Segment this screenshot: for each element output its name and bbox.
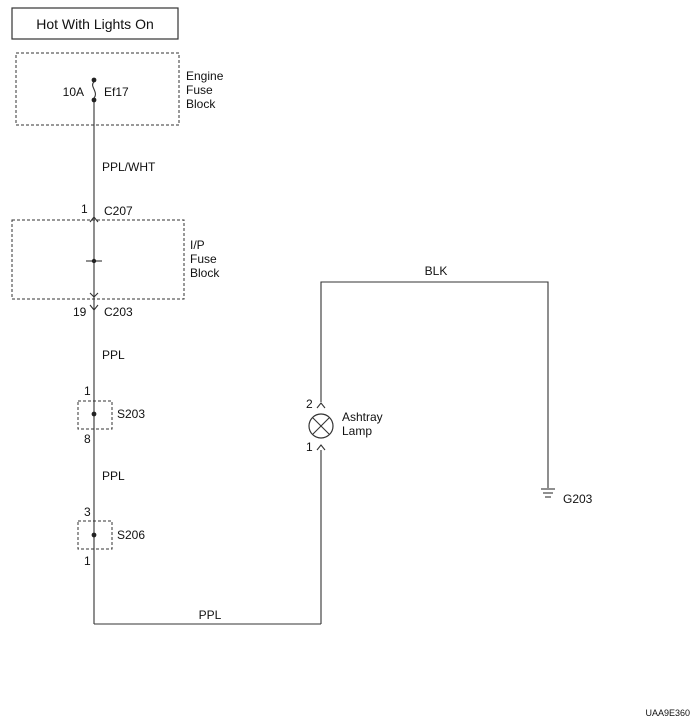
s206-bottom-pin: 1 bbox=[84, 554, 91, 568]
ip-block-label-1: I/P bbox=[190, 238, 205, 252]
ip-fuse-block: I/P Fuse Block bbox=[11, 219, 220, 300]
lamp-label-2: Lamp bbox=[342, 424, 372, 438]
wire-label-blk: BLK bbox=[425, 264, 448, 278]
ip-block-label-3: Block bbox=[190, 266, 220, 280]
splice-s203: 1 S203 8 bbox=[77, 384, 145, 446]
engine-fuse-block: 10A Ef17 Engine Fuse Block bbox=[15, 52, 224, 126]
c203-pin: 19 bbox=[73, 305, 87, 319]
engine-block-label-1: Engine bbox=[186, 69, 224, 83]
s203-bottom-pin: 8 bbox=[84, 432, 91, 446]
s203-top-pin: 1 bbox=[84, 384, 91, 398]
fuse-element-icon bbox=[92, 81, 96, 99]
c207-pin: 1 bbox=[81, 202, 88, 216]
lamp-label-1: Ashtray bbox=[342, 410, 383, 424]
splice-s206: 3 S206 1 bbox=[77, 505, 145, 568]
connector-arrow-icon bbox=[89, 304, 99, 311]
wire-label-ppl-bottom: PPL bbox=[199, 608, 222, 622]
ip-block-label-2: Fuse bbox=[190, 252, 217, 266]
lamp-top-pin: 2 bbox=[306, 397, 313, 411]
blk-wire bbox=[320, 281, 549, 488]
lamp-bottom-pin: 1 bbox=[306, 440, 313, 454]
c203-name: C203 bbox=[104, 305, 133, 319]
fuse-rating: 10A bbox=[63, 85, 84, 99]
connector-c207: 1 C207 bbox=[81, 202, 133, 223]
wire-label-ppl-middle: PPL bbox=[102, 469, 125, 483]
engine-block-label-2: Fuse bbox=[186, 83, 213, 97]
ground-name: G203 bbox=[563, 492, 593, 506]
connector-arrow-icon bbox=[89, 216, 99, 223]
ashtray-lamp: 1 2 Ashtray Lamp bbox=[306, 397, 383, 454]
title-box: Hot With Lights On bbox=[11, 7, 179, 40]
c207-name: C207 bbox=[104, 204, 133, 218]
s206-top-pin: 3 bbox=[84, 505, 91, 519]
engine-block-label-3: Block bbox=[186, 97, 216, 111]
connector-c203: 19 C203 bbox=[73, 304, 133, 319]
ground-g203: G203 bbox=[541, 488, 593, 506]
footer-code: UAA9E360 bbox=[645, 708, 690, 718]
wire-label-ppl-upper: PPL bbox=[102, 348, 125, 362]
s203-name: S203 bbox=[117, 407, 145, 421]
fuse-name: Ef17 bbox=[104, 85, 129, 99]
diagram-title: Hot With Lights On bbox=[36, 16, 154, 32]
s206-name: S206 bbox=[117, 528, 145, 542]
wire-label-ppl-wht: PPL/WHT bbox=[102, 160, 156, 174]
